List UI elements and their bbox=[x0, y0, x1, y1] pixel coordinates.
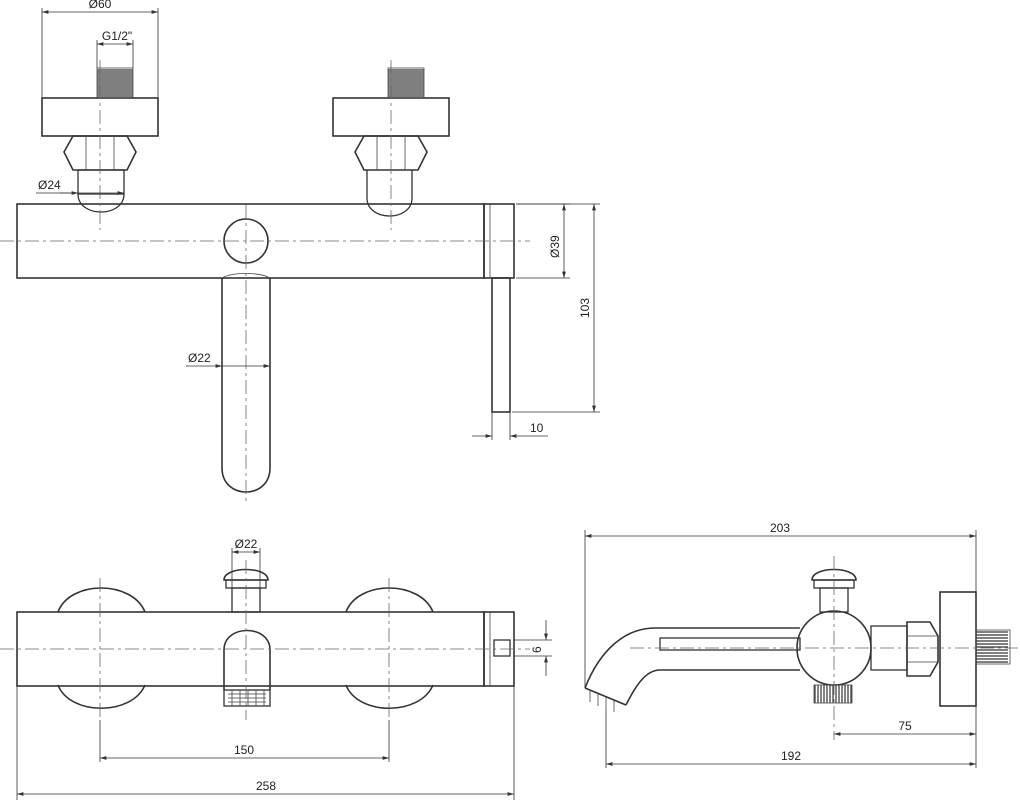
right-thread bbox=[388, 69, 424, 97]
dim-w75: 75 bbox=[898, 719, 912, 733]
right-hex-nut bbox=[354, 135, 428, 171]
side-hex-nut bbox=[906, 621, 939, 677]
dim-d22-top: Ø22 bbox=[235, 537, 258, 551]
left-elbow bbox=[77, 193, 125, 213]
top-spout bbox=[223, 629, 271, 690]
top-handle-square bbox=[493, 639, 511, 657]
side-spout bbox=[584, 627, 800, 706]
dim-w192: 192 bbox=[781, 749, 801, 763]
dim-d24: Ø24 bbox=[38, 178, 61, 192]
dim-g12: G1/2" bbox=[102, 29, 132, 43]
dim-d60: Ø60 bbox=[89, 0, 112, 11]
top-view: Ø22 6 150 258 bbox=[0, 537, 552, 800]
front-view: Ø60 G1/2" Ø24 Ø39 103 Ø22 10 bbox=[0, 0, 600, 505]
top-spout-outlet bbox=[223, 689, 271, 707]
handle-lever bbox=[491, 277, 511, 413]
dim-w258: 258 bbox=[256, 779, 276, 793]
right-elbow bbox=[366, 170, 413, 217]
dim-h103: 103 bbox=[578, 298, 592, 318]
side-view: 203 75 192 bbox=[584, 521, 1018, 768]
dim-w10: 10 bbox=[530, 421, 544, 435]
side-wall-thread bbox=[976, 631, 1008, 663]
dim-d22-front: Ø22 bbox=[188, 351, 211, 365]
side-bottom-thread bbox=[814, 685, 852, 703]
left-hex-nut bbox=[63, 135, 137, 171]
top-right-flange bbox=[345, 587, 434, 613]
dim-d39: Ø39 bbox=[548, 235, 562, 258]
dim-h6: 6 bbox=[530, 646, 544, 653]
dim-w150: 150 bbox=[234, 743, 254, 757]
top-left-flange bbox=[57, 587, 146, 613]
side-wall-flange bbox=[939, 591, 977, 707]
left-thread bbox=[97, 69, 133, 97]
dim-w203: 203 bbox=[770, 521, 790, 535]
side-spout-inner bbox=[659, 637, 801, 651]
side-spout-tip bbox=[584, 687, 627, 706]
